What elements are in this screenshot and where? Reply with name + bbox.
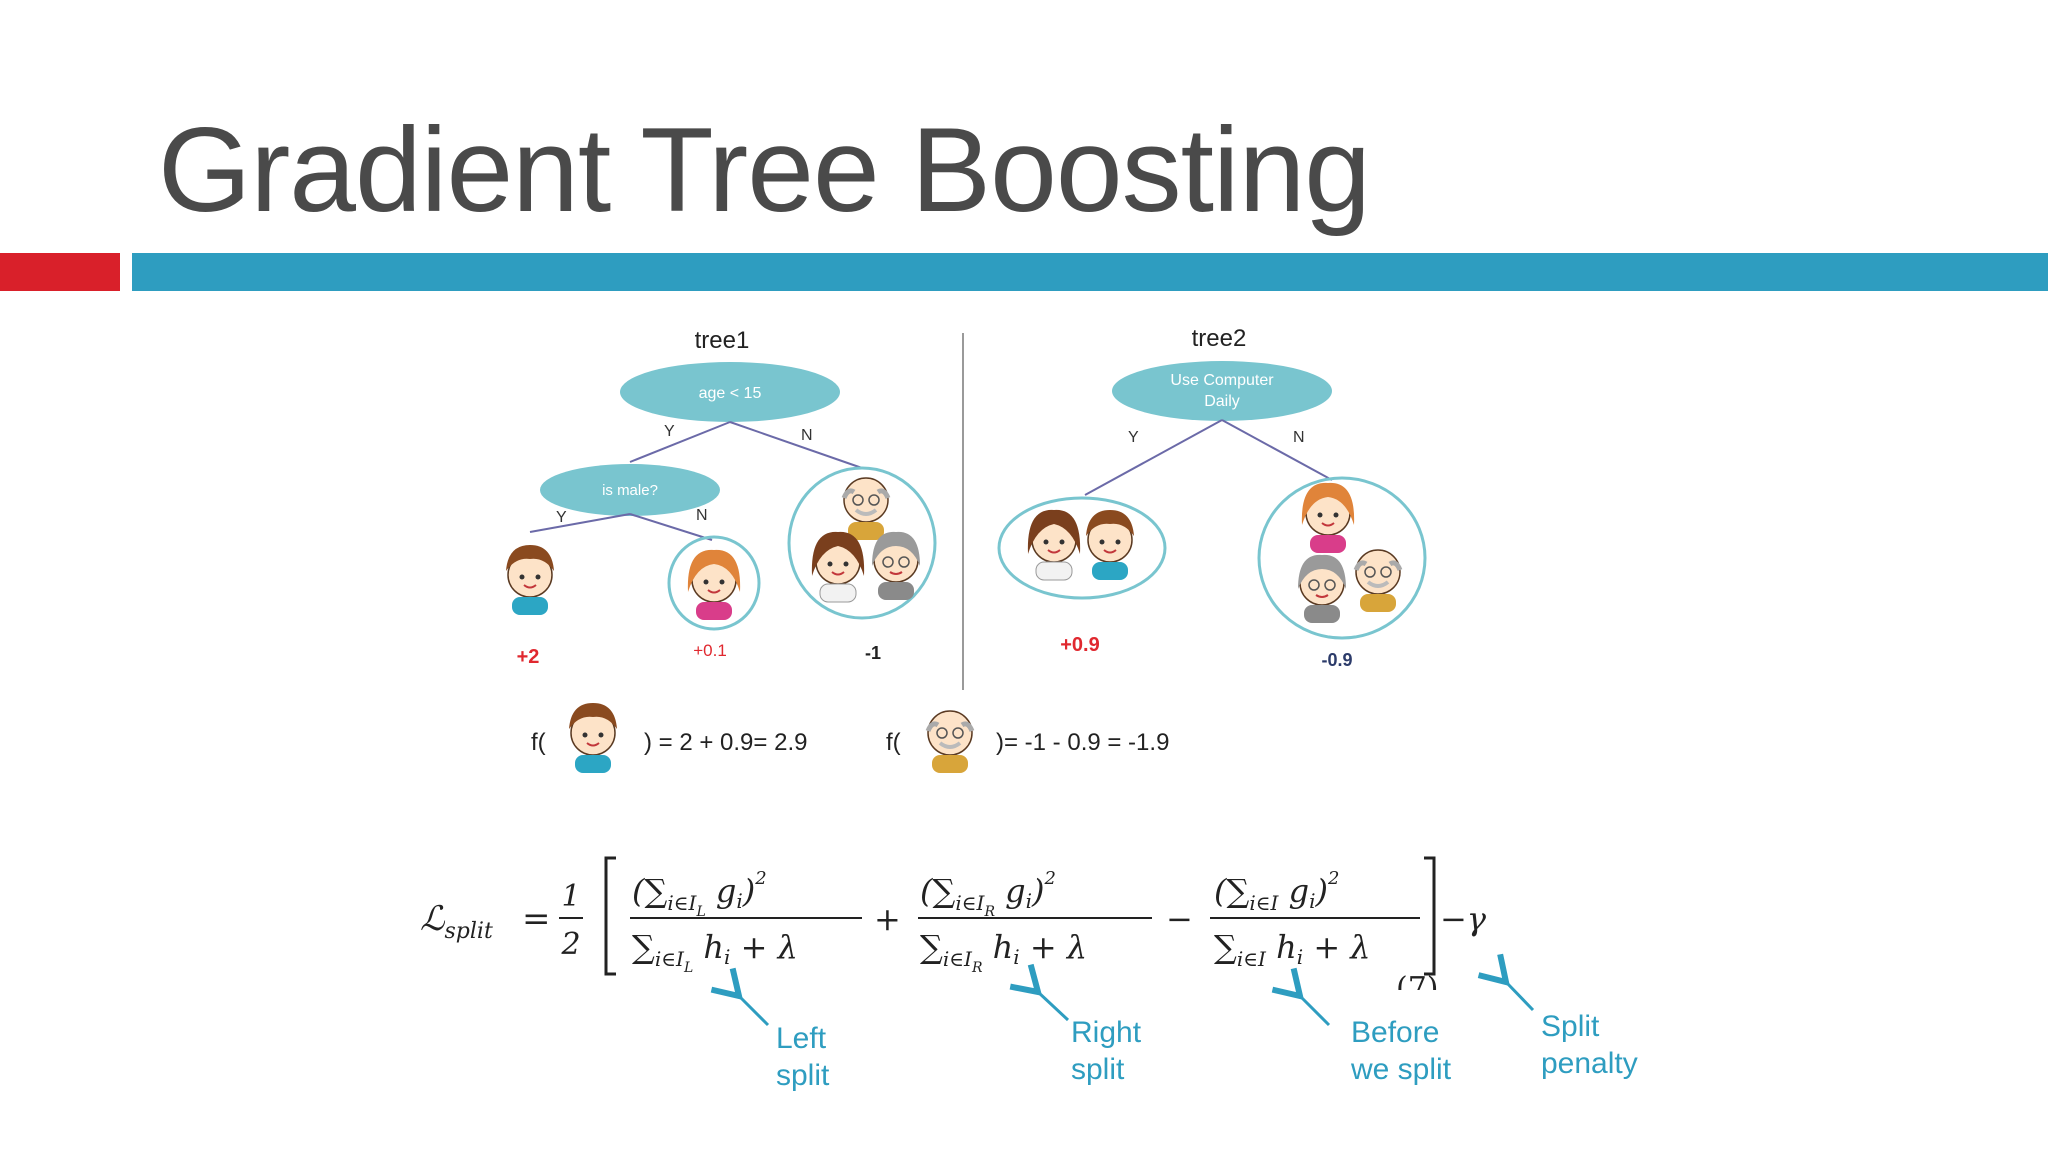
slide-title: Gradient Tree Boosting [158, 103, 1371, 237]
title-accent-bar-blue [132, 253, 2048, 291]
annotation-line: we split [1351, 1053, 1452, 1086]
tree1-adults-leaf-circle [787, 466, 937, 620]
tree2-root-label-2: Daily [1204, 393, 1240, 410]
tree1-root-node [620, 362, 840, 422]
formula-half-den: 2 [560, 927, 580, 962]
annotation-line: Split [1541, 1010, 1600, 1043]
arrow-left-split [710, 967, 770, 1027]
example-grandpa-expr: )= -1 - 0.9 = -1.9 [996, 729, 1169, 756]
tree1-inner-y: Y [556, 509, 567, 526]
formula-eq-number: (7) [1396, 971, 1439, 990]
tree1-leaf-score-2: +0.1 [693, 641, 727, 660]
formula-lhs: ℒsplit [420, 899, 493, 944]
annotation-line: Right [1071, 1016, 1142, 1049]
tree2-root-label-1: Use Computer [1170, 372, 1274, 389]
formula-left-bracket [604, 856, 616, 976]
formula-left-denominator: ∑i∈IL hi + λ [632, 928, 798, 976]
annotation-line: split [1071, 1053, 1125, 1086]
formula-gamma: −γ [1440, 900, 1487, 938]
example-boy-expr: ) = 2 + 0.9= 2.9 [644, 729, 807, 756]
tree1-inner-node [540, 464, 720, 516]
tree2-kids-leaf-circle [997, 496, 1167, 600]
tree2-edge-yes [1084, 419, 1223, 496]
annotation-line: penalty [1541, 1047, 1638, 1080]
tree1-root-label: age < 15 [699, 385, 762, 402]
arrow-right-split [1009, 963, 1070, 1022]
annotation-line: Left [776, 1022, 827, 1055]
tree1-inner-label: is male? [602, 482, 658, 499]
annotation-line: Before [1351, 1016, 1440, 1049]
tree1-root-y: Y [664, 423, 675, 440]
tree1-girl-leaf-circle [667, 535, 761, 631]
arrow-before-split [1271, 967, 1331, 1027]
tree2-root-n: N [1293, 429, 1305, 446]
formula-half-num: 1 [561, 879, 580, 914]
tree1-inner-n: N [696, 507, 708, 524]
formula-right-bracket [1424, 856, 1436, 976]
formula-left-numerator: (∑i∈IL gi)2 [632, 868, 767, 920]
tree1-label: tree1 [695, 327, 750, 354]
formula-plus: + [874, 900, 901, 938]
annotation-left-split: Left split [776, 1020, 829, 1094]
annotation-right-split: Right split [1071, 1014, 1141, 1088]
tree-diagram: tree1 age < 15 Y N is male? Y N +2 +0.1 … [505, 325, 1427, 800]
example-boy-open: f( [531, 729, 546, 756]
title-accent-bar-red [0, 253, 120, 291]
tree1-edge-yes [629, 421, 731, 463]
annotation-before-split: Before we split [1351, 1014, 1451, 1088]
tree2-others-leaf-circle [1257, 476, 1427, 640]
tree2-edge-no [1221, 419, 1333, 481]
tree1-leaf-score-3: -1 [865, 643, 881, 663]
tree2-root-node [1112, 361, 1332, 421]
formula-before-denominator: ∑i∈I hi + λ [1214, 928, 1371, 971]
tree1-leaf-score-1: +2 [517, 646, 540, 668]
tree1-inner-edge-yes [529, 513, 631, 533]
tree2-label: tree2 [1192, 325, 1247, 352]
tree1-inner-edge-no [629, 513, 713, 541]
annotation-line: split [776, 1059, 830, 1092]
split-gain-formula: ℒsplit = 1 2 (∑i∈IL gi)2 ∑i∈IL hi + λ + … [420, 856, 1487, 990]
arrow-split-penalty [1477, 953, 1535, 1012]
formula-before-numerator: (∑i∈I gi)2 [1214, 868, 1339, 915]
example-grandpa-open: f( [886, 729, 901, 756]
formula-equals: = [522, 899, 551, 939]
tree1-root-n: N [801, 427, 813, 444]
annotation-split-penalty: Split penalty [1541, 1008, 1638, 1082]
tree1-edge-no [729, 421, 863, 469]
formula-right-numerator: (∑i∈IR gi)2 [920, 868, 1056, 920]
tree2-leaf-score-1: +0.9 [1060, 634, 1099, 656]
formula-right-denominator: ∑i∈IR hi + λ [920, 928, 1087, 976]
tree2-leaf-score-2: -0.9 [1321, 650, 1352, 670]
formula-minus: − [1166, 900, 1193, 938]
tree2-root-y: Y [1128, 429, 1139, 446]
